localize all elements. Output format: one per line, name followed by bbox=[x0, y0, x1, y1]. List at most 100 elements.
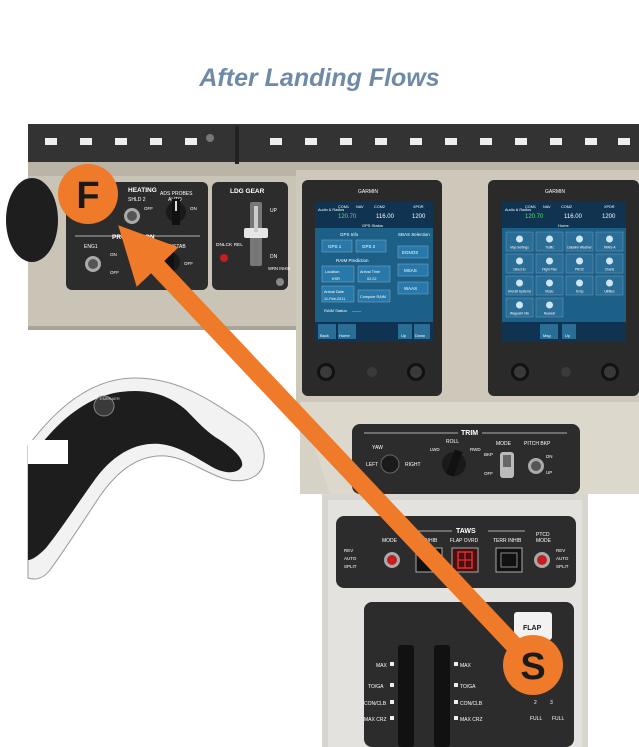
auto-label: AUTO bbox=[344, 556, 357, 561]
up-button[interactable]: Up bbox=[398, 324, 412, 339]
mfd-left-knob-1[interactable] bbox=[317, 363, 335, 381]
app-icon bbox=[516, 236, 523, 243]
thrust-lever-right-slot[interactable] bbox=[434, 645, 450, 747]
home-app-button[interactable]: Aircraft Systems bbox=[506, 276, 533, 295]
up-label: Up bbox=[401, 333, 407, 338]
dnlck-rel-button[interactable] bbox=[220, 254, 228, 262]
warning-light bbox=[185, 138, 197, 145]
page-title-home: Home bbox=[558, 223, 569, 228]
app-icon bbox=[516, 302, 523, 309]
mfd-left-knob-2[interactable] bbox=[367, 367, 377, 377]
msas-label: MSAS bbox=[404, 268, 417, 273]
right-label: RIGHT bbox=[405, 462, 421, 468]
home-app-button[interactable]: Waypoint Info bbox=[506, 298, 533, 317]
toga-label: TO/GA bbox=[460, 684, 476, 690]
mfd-right-knob-3[interactable] bbox=[601, 363, 619, 381]
location-value: KSR bbox=[332, 277, 340, 281]
eng1-toggle-switch[interactable] bbox=[85, 256, 101, 272]
gps2-button[interactable]: GPS 2 bbox=[356, 240, 386, 252]
heating-label: HEATING bbox=[128, 187, 157, 194]
pitch-bkp-switch[interactable] bbox=[528, 458, 544, 474]
shld2-label: SHLD 2 bbox=[128, 197, 146, 203]
mfd-left-knob-3[interactable] bbox=[407, 363, 425, 381]
xpdr-code: 1200 bbox=[602, 214, 616, 220]
flap-2-label: 2 bbox=[534, 700, 537, 706]
maxcrz-label: MAX CRZ bbox=[364, 717, 387, 723]
lwd-label: LWD bbox=[430, 447, 440, 452]
down-label: Down bbox=[415, 333, 425, 338]
compute-raim-button[interactable]: Compute RAIM bbox=[358, 290, 390, 302]
app-icon bbox=[546, 302, 553, 309]
home-app-button[interactable]: PROC bbox=[566, 254, 593, 273]
msg-label: Msg bbox=[543, 333, 551, 338]
down-button[interactable]: Down bbox=[414, 324, 430, 339]
home-app-button[interactable]: Direct-to bbox=[506, 254, 533, 273]
maxcrz-label: MAX CRZ bbox=[460, 717, 483, 723]
home-app-button[interactable]: Nearest bbox=[536, 298, 563, 317]
pitch-mode-switch[interactable] bbox=[500, 452, 514, 478]
mode-label: MODE bbox=[536, 538, 552, 544]
flap-ovrd-button[interactable] bbox=[452, 548, 478, 572]
thrust-lever-left-slot[interactable] bbox=[398, 645, 414, 747]
egnos-button[interactable]: EGNOS bbox=[398, 246, 428, 258]
yaw-trim-knob[interactable] bbox=[381, 455, 399, 473]
xpdr-label: XPDR bbox=[604, 205, 615, 209]
home-button[interactable]: Home bbox=[338, 324, 356, 339]
home-app-button[interactable]: TAWS-A bbox=[596, 232, 623, 251]
up-label: Up bbox=[565, 333, 571, 338]
msg-button[interactable]: Msg bbox=[540, 324, 558, 339]
back-button[interactable]: Back bbox=[318, 324, 336, 339]
gps1-button[interactable]: GPS 1 bbox=[322, 240, 352, 252]
start-marker-label: S bbox=[520, 646, 545, 688]
mfd-right-knob-2[interactable] bbox=[561, 367, 571, 377]
warning-light bbox=[270, 138, 282, 145]
taws-mode-knob-left[interactable] bbox=[384, 552, 400, 568]
waas-button[interactable]: WAAS bbox=[398, 282, 428, 294]
back-label: Back bbox=[320, 333, 329, 338]
warning-light bbox=[410, 138, 422, 145]
arrival-date-label: Arrival Date bbox=[324, 290, 344, 294]
home-app-button[interactable]: Map Settings bbox=[506, 232, 533, 251]
home-app-button[interactable]: Music bbox=[536, 276, 563, 295]
mfd-right-knob-1[interactable] bbox=[511, 363, 529, 381]
xpdr-label: XPDR bbox=[413, 205, 424, 209]
home-app-label: Datalink Weather bbox=[567, 246, 592, 250]
app-icon bbox=[606, 280, 613, 287]
home-app-label: Direct-to bbox=[513, 268, 525, 272]
trim-panel: TRIM YAW LEFT RIGHT ROLL LWD RWD MODE PI… bbox=[352, 424, 580, 494]
home-app-button[interactable]: Charts bbox=[596, 254, 623, 273]
flap-label: FLAP bbox=[523, 625, 542, 632]
arrival-date-value: 11-Feb-2011 bbox=[324, 297, 345, 301]
shld2-toggle-switch[interactable] bbox=[124, 208, 140, 224]
flap-3-label: 3 bbox=[550, 700, 553, 706]
flap-full-label: FULL bbox=[552, 716, 564, 722]
page-title-gps-status: GPS Status bbox=[362, 223, 383, 228]
off-label: OFF bbox=[184, 261, 193, 266]
auto-label: AUTO bbox=[556, 556, 569, 561]
wrn-inhib-button[interactable] bbox=[276, 278, 284, 286]
home-app-button[interactable]: Datalink Weather bbox=[566, 232, 593, 251]
up-button[interactable]: Up bbox=[562, 324, 576, 339]
com2-frequency: 116.00 bbox=[376, 214, 395, 220]
location-label: Location bbox=[325, 270, 339, 274]
control-stick[interactable]: EMBRAER bbox=[28, 378, 264, 579]
rwd-label: RWD bbox=[470, 447, 481, 452]
app-icon bbox=[576, 280, 583, 287]
home-app-button[interactable]: Temp bbox=[566, 276, 593, 295]
app-icon bbox=[576, 236, 583, 243]
home-app-button[interactable]: Utilities bbox=[596, 276, 623, 295]
terr-inhib-button[interactable] bbox=[496, 548, 522, 572]
bkp-label: BKP bbox=[484, 452, 493, 457]
home-app-button[interactable]: Traffic bbox=[536, 232, 563, 251]
com1-label: COM1 bbox=[338, 205, 349, 209]
home-app-button[interactable]: Flight Plan bbox=[536, 254, 563, 273]
off-label: OFF bbox=[484, 471, 493, 476]
mfd-right: GARMIN Audio & Radios COM1 NAV COM2 XPDR… bbox=[488, 180, 639, 396]
ptcd-mode-knob[interactable] bbox=[534, 552, 550, 568]
msas-button[interactable]: MSAS bbox=[398, 264, 428, 276]
max-label: MAX bbox=[376, 663, 388, 669]
home-app-label: TAWS-A bbox=[603, 246, 616, 250]
arrival-date-field[interactable]: Arrival Date 11-Feb-2011 bbox=[322, 286, 354, 302]
